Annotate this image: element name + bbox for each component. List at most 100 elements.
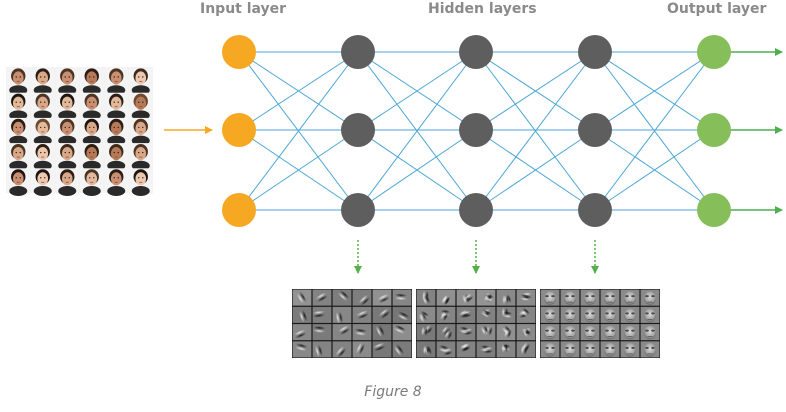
face-thumbnail bbox=[6, 143, 30, 171]
feature-tile bbox=[540, 324, 560, 341]
eye bbox=[64, 101, 66, 103]
ghost-face bbox=[583, 291, 597, 305]
feature-tile bbox=[392, 306, 412, 323]
edge-line bbox=[594, 51, 715, 131]
face-thumbnail bbox=[104, 67, 128, 96]
output-node bbox=[697, 35, 731, 69]
ghost-face bbox=[603, 291, 617, 305]
ghost-eye bbox=[545, 329, 549, 332]
light-band bbox=[335, 346, 345, 356]
face bbox=[37, 147, 49, 161]
stroke-pattern bbox=[315, 292, 328, 303]
face bbox=[61, 172, 73, 186]
dark-band bbox=[302, 309, 308, 322]
feature-tile bbox=[496, 341, 516, 358]
ghost-eye bbox=[631, 346, 635, 349]
shoulders bbox=[33, 186, 52, 196]
light-band bbox=[337, 292, 348, 302]
eye bbox=[93, 126, 95, 129]
feature-tile bbox=[292, 306, 312, 323]
light-band bbox=[394, 296, 407, 301]
hidden-node bbox=[578, 35, 612, 69]
dark-band bbox=[483, 349, 493, 354]
dark-band bbox=[337, 348, 347, 358]
stroke-pattern bbox=[378, 308, 391, 319]
ghost-eye bbox=[631, 295, 635, 298]
light-band bbox=[296, 293, 304, 304]
shoulders bbox=[82, 186, 101, 196]
light-band bbox=[501, 343, 505, 353]
ghost-eye bbox=[651, 312, 655, 315]
ghost-eye bbox=[625, 295, 629, 298]
ghost-eye bbox=[565, 312, 569, 315]
face-thumbnail bbox=[55, 67, 79, 96]
face bbox=[37, 121, 49, 135]
face bbox=[37, 71, 49, 85]
ghost-face bbox=[623, 343, 637, 357]
feature-tile bbox=[640, 341, 660, 358]
stroke-pattern bbox=[377, 293, 390, 303]
dark-band bbox=[465, 295, 474, 303]
ghost-face bbox=[563, 325, 577, 340]
face-thumbnail bbox=[55, 143, 79, 171]
edge-line bbox=[475, 51, 596, 131]
face bbox=[110, 96, 122, 110]
stroke-pattern bbox=[335, 346, 347, 358]
ghost-face bbox=[623, 325, 637, 340]
face-thumbnail bbox=[55, 168, 79, 196]
feature-tile bbox=[456, 324, 476, 341]
feature-tile bbox=[640, 324, 660, 341]
stroke-pattern bbox=[393, 324, 407, 334]
feature-tile bbox=[580, 324, 600, 341]
ghost-face bbox=[543, 343, 557, 357]
ghost-eye bbox=[631, 312, 635, 315]
face bbox=[12, 71, 24, 85]
face-thumbnail bbox=[55, 92, 79, 121]
feature-tile bbox=[372, 289, 392, 306]
feature-tile bbox=[416, 306, 436, 323]
face-thumbnail bbox=[31, 117, 55, 146]
stroke-pattern bbox=[299, 309, 308, 323]
stroke-pattern bbox=[459, 326, 470, 334]
face-grid-background bbox=[6, 67, 153, 193]
light-band bbox=[299, 310, 305, 323]
feature-tile bbox=[332, 306, 352, 324]
light-band bbox=[502, 327, 509, 335]
light-band bbox=[293, 329, 306, 336]
feature-tile bbox=[372, 324, 392, 341]
ghost-face bbox=[543, 325, 557, 340]
face-thumbnail bbox=[80, 117, 104, 146]
feature-tile bbox=[332, 341, 352, 358]
stroke-pattern bbox=[442, 348, 453, 356]
stroke-pattern bbox=[421, 326, 428, 337]
figure-caption: Figure 8 bbox=[364, 384, 422, 400]
feature-tile bbox=[600, 324, 620, 341]
eye bbox=[113, 151, 115, 154]
edge-line bbox=[357, 51, 477, 131]
light-band bbox=[335, 311, 340, 324]
dark-band bbox=[338, 311, 343, 324]
light-band bbox=[378, 308, 389, 317]
stroke-pattern bbox=[522, 292, 532, 299]
face-thumbnail bbox=[80, 143, 104, 171]
stroke-pattern bbox=[422, 290, 429, 301]
stroke-pattern bbox=[295, 343, 308, 351]
feature-panel-faces bbox=[540, 289, 660, 358]
dark-band bbox=[313, 326, 326, 330]
stroke-pattern bbox=[444, 329, 453, 340]
ghost-eye bbox=[631, 329, 635, 332]
feature-arrows bbox=[354, 240, 599, 274]
stroke-pattern bbox=[458, 309, 469, 319]
hidden-node bbox=[459, 35, 493, 69]
dark-band bbox=[504, 343, 508, 353]
ghost-face bbox=[603, 308, 617, 323]
feature-tile bbox=[516, 324, 536, 341]
light-band bbox=[312, 310, 325, 315]
ghost-eye bbox=[565, 295, 569, 298]
input-node bbox=[222, 193, 256, 227]
shoulders bbox=[131, 186, 150, 196]
face bbox=[110, 147, 122, 161]
dark-band bbox=[461, 347, 470, 352]
eye bbox=[117, 126, 119, 129]
eye bbox=[19, 177, 21, 179]
